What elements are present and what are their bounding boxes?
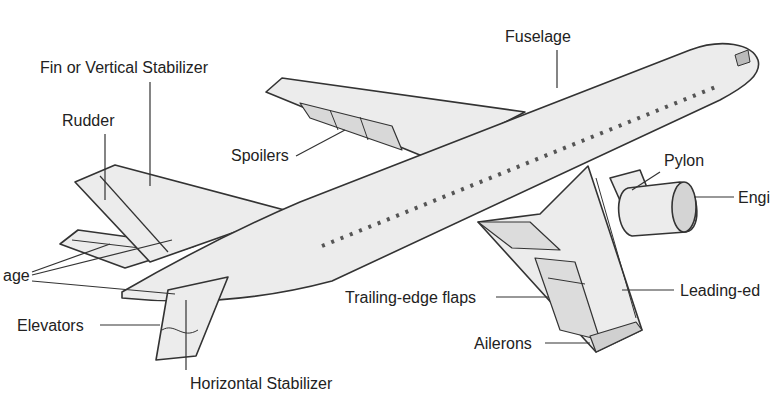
fuselage-body xyxy=(122,44,759,301)
inner-flap xyxy=(478,222,560,250)
leader-line xyxy=(622,289,674,290)
part-label: age xyxy=(3,266,30,285)
leader-line xyxy=(32,281,175,294)
part-label: Ailerons xyxy=(474,334,532,353)
leader-line xyxy=(632,172,660,190)
part-label: Elevators xyxy=(17,316,84,335)
spoiler-panels xyxy=(300,103,402,150)
part-label: Rudder xyxy=(62,111,114,130)
part-label: Pylon xyxy=(664,151,704,170)
part-label: Engi xyxy=(738,188,770,207)
leader-line xyxy=(556,50,557,88)
leader-line xyxy=(296,130,345,156)
leader-line xyxy=(104,134,105,200)
near-stabilizer xyxy=(156,277,228,360)
elevator-line xyxy=(162,328,198,333)
flap-line xyxy=(548,278,585,284)
leader-line xyxy=(496,296,548,297)
near-wing xyxy=(478,166,642,352)
leader-line xyxy=(545,342,590,343)
aileron xyxy=(590,322,642,352)
part-label: Trailing-edge flaps xyxy=(345,288,476,307)
leader-line xyxy=(100,324,160,325)
outer-flap xyxy=(535,258,600,340)
part-label: Leading-ed xyxy=(680,281,760,300)
leader-line xyxy=(149,82,150,186)
part-label: Spoilers xyxy=(231,146,289,165)
part-label: Fuselage xyxy=(505,27,571,46)
slat-line xyxy=(596,178,636,318)
leader-line xyxy=(185,300,186,370)
part-label: Fin or Vertical Stabilizer xyxy=(40,58,208,77)
part-label: Horizontal Stabilizer xyxy=(190,374,332,393)
spoiler-line xyxy=(360,117,368,140)
cockpit-window xyxy=(735,50,750,66)
rudder-line xyxy=(100,176,168,252)
leader-line xyxy=(32,240,172,275)
engine-intake xyxy=(672,182,696,232)
leader-line xyxy=(694,196,734,197)
engine-nacelle xyxy=(619,182,697,236)
spoiler-line xyxy=(330,110,338,130)
